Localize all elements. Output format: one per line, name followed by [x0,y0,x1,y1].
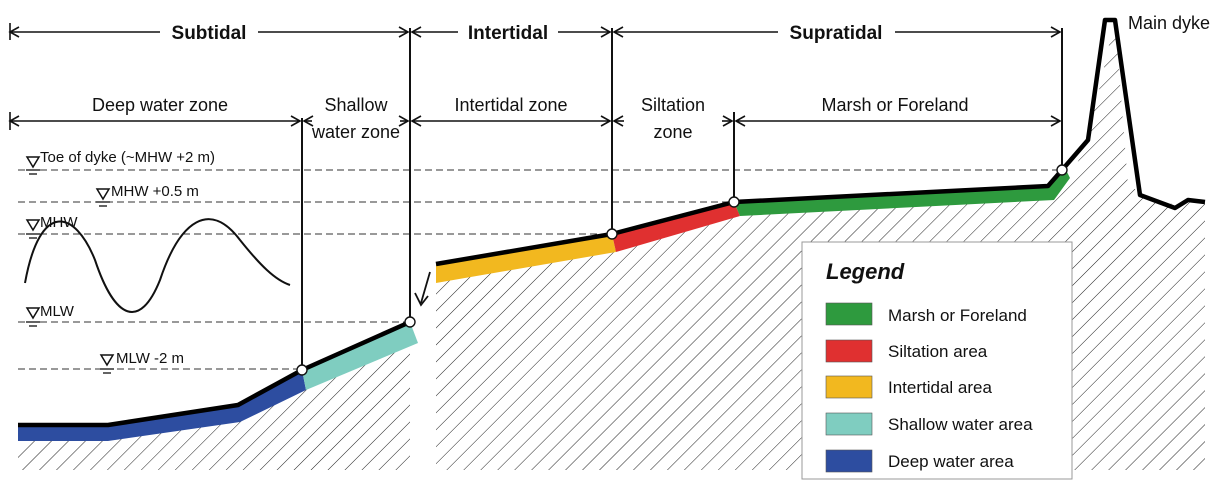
toe-level-label: Toe of dyke (~MHW +2 m) [40,149,215,166]
erosion-arrow [414,271,431,307]
legend-title: Legend [826,259,905,284]
level-markers: Toe of dyke (~MHW +2 m) MHW +0.5 m MHW M… [25,149,215,374]
zone-boundaries [301,28,1063,370]
deep-water-band [18,370,306,441]
legend-label-marsh: Marsh or Foreland [888,306,1027,325]
main-zone-dimensions [8,23,1062,40]
toe-level-marker: Toe of dyke (~MHW +2 m) [25,149,215,175]
mlw-minus-level-marker: MLW -2 m [99,350,184,374]
mlw-level-marker: MLW [25,303,75,327]
shallow-water-band [302,322,418,390]
sub-zone-dimensions [8,112,1062,130]
legend-swatch-marsh [825,302,873,326]
mhw-level-marker: MHW [25,214,78,239]
water-level-lines [18,169,1060,370]
legend-label-shallow: Shallow water area [888,415,1033,434]
legend-label-deep: Deep water area [888,452,1014,471]
siltation-band [612,202,740,252]
siltation-zone-label-2: zone [653,122,692,142]
subtidal-label: Subtidal [172,23,247,44]
intertidal-label: Intertidal [468,23,548,44]
marsh-zone-label: Marsh or Foreland [821,95,968,115]
legend-swatch-siltation [825,339,873,363]
legend-swatch-deep [825,449,873,473]
intertidal-zone-label: Intertidal zone [454,95,567,115]
legend: Legend Marsh or Foreland Siltation area … [801,241,1073,480]
wave-curve [24,218,291,313]
siltation-zone-label-1: Siltation [641,95,705,115]
mlw-level-label: MLW [40,303,75,320]
legend-swatch-shallow [825,412,873,436]
mhw-plus-level-marker: MHW +0.5 m [95,183,199,207]
main-dyke-label: Main dyke [1128,13,1210,33]
legend-label-intertidal: Intertidal area [888,378,992,397]
deep-water-zone-label: Deep water zone [92,95,228,115]
zone-bands [18,170,1070,441]
mhw-level-label: MHW [40,214,78,231]
supratidal-label: Supratidal [790,23,883,44]
shallow-water-zone-label-1: Shallow [324,95,388,115]
intertidal-band [436,234,616,283]
legend-label-siltation: Siltation area [888,342,988,361]
shallow-water-zone-label-2: water zone [311,122,400,142]
legend-swatch-intertidal [825,375,873,399]
mlw-minus-level-label: MLW -2 m [116,350,184,367]
boundary-nodes [296,164,1068,376]
marsh-band [734,170,1070,216]
profile-line [18,17,1206,428]
mhw-plus-level-label: MHW +0.5 m [111,183,199,200]
